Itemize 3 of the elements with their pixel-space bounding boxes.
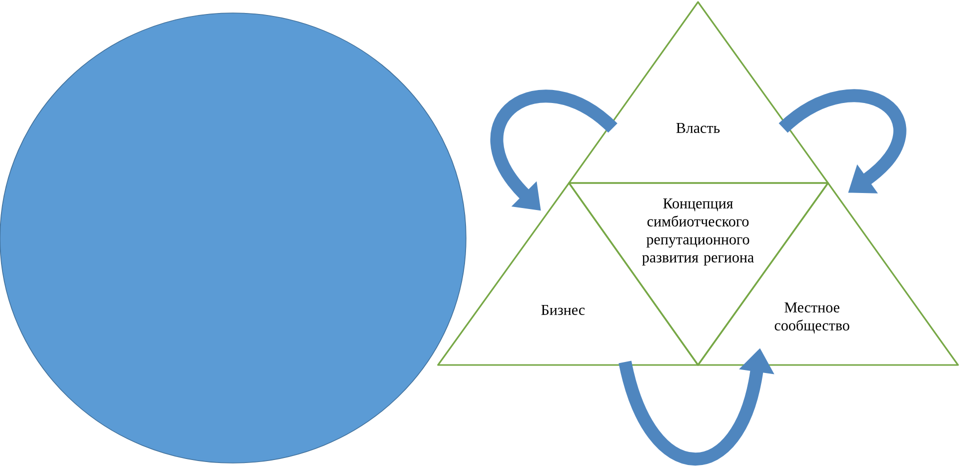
curved-arrow <box>779 89 906 194</box>
triangle-section: Власть <box>568 1 829 184</box>
ellipse-shape <box>0 12 466 464</box>
